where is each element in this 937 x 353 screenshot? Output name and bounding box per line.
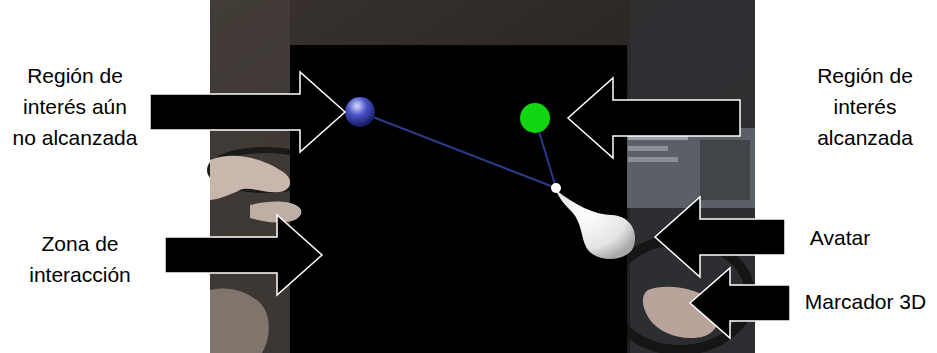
interaction-zone	[290, 45, 627, 353]
callout-label: Región de interés alcanzada	[800, 60, 930, 153]
monitor-detail	[700, 140, 750, 200]
monitor-screen	[622, 128, 755, 208]
hand	[210, 156, 290, 200]
callout-label: Avatar	[795, 222, 885, 253]
region-reached	[520, 103, 550, 133]
avatar	[556, 190, 635, 259]
block-arrow	[568, 78, 740, 158]
block-arrow	[150, 72, 345, 152]
callout-label: Marcador 3D	[798, 286, 933, 317]
monitor-detail	[628, 157, 678, 162]
photo-background	[210, 0, 755, 353]
monitor-detail	[628, 146, 668, 151]
region-not-reached	[345, 97, 375, 127]
hand	[210, 288, 269, 353]
block-arrow	[690, 268, 790, 338]
block-arrow	[655, 197, 785, 277]
avatar-tip	[551, 183, 561, 193]
photo-wall	[210, 0, 290, 353]
callout-label: Zona de interacción	[15, 228, 145, 290]
block-arrow	[165, 215, 322, 295]
finger	[250, 202, 301, 223]
callout-label: Región de interés aún no alcanzada	[10, 60, 140, 153]
